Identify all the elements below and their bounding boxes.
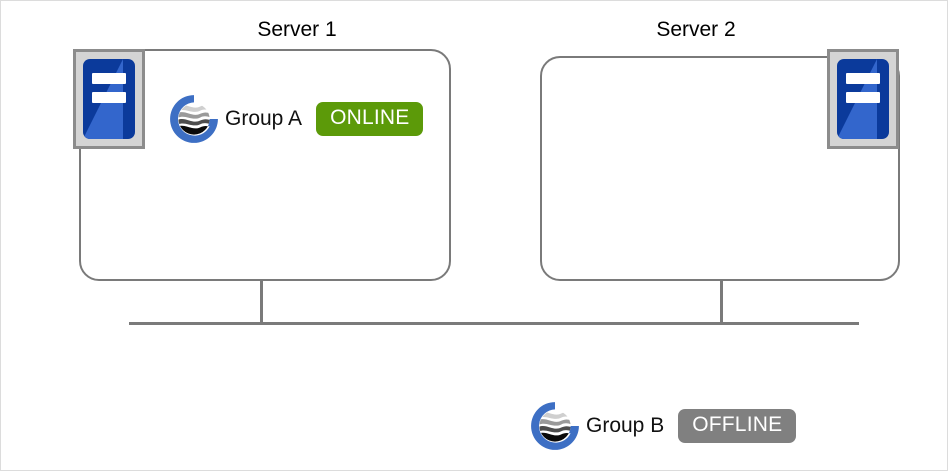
server-2-rack-icon[interactable] xyxy=(827,49,899,149)
server-slot-bar-1 xyxy=(846,73,880,84)
server-chassis xyxy=(83,59,135,139)
group-globe-logo xyxy=(531,402,579,450)
network-bus-line xyxy=(129,322,859,325)
server-1-rack-icon[interactable] xyxy=(73,49,145,149)
group-b-row[interactable]: Group B OFFLINE xyxy=(529,400,797,452)
server-2-title: Server 2 xyxy=(656,18,736,41)
server-chassis xyxy=(837,59,889,139)
group-a-label: Group A xyxy=(225,107,303,130)
server-1-connector-line xyxy=(260,281,263,323)
group-b-label: Group B xyxy=(586,414,665,437)
server-1-title: Server 1 xyxy=(257,18,337,41)
group-a-row[interactable]: Group A ONLINE xyxy=(168,93,424,145)
group-b-status-badge[interactable]: OFFLINE xyxy=(678,409,797,443)
server-slot-bar-1 xyxy=(92,73,126,84)
server-slot-bar-2 xyxy=(92,92,126,103)
group-a-status-badge[interactable]: ONLINE xyxy=(316,102,424,136)
server-slot-bar-2 xyxy=(846,92,880,103)
group-globe-logo xyxy=(170,95,218,143)
server-2-connector-line xyxy=(720,281,723,323)
